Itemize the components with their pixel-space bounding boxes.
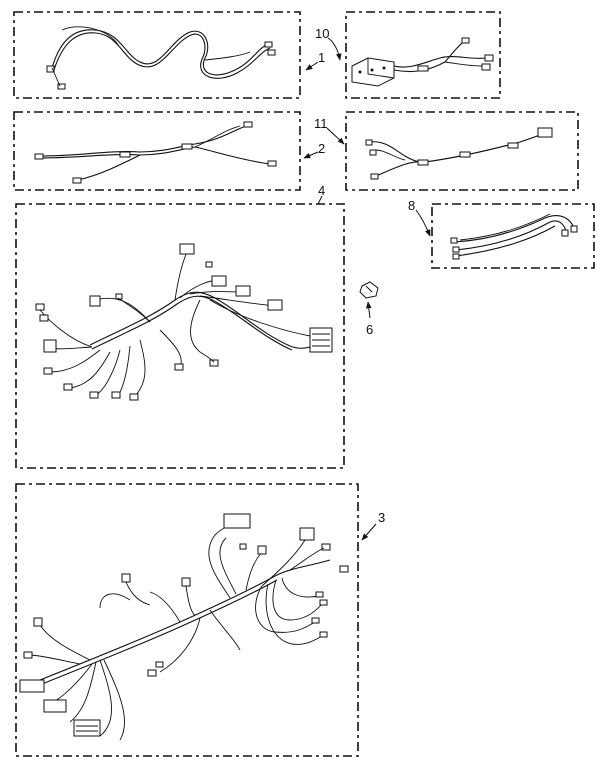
callout-8: 8 — [408, 198, 415, 213]
part-6-leader — [366, 301, 372, 319]
part-3-bottom-connector — [73, 719, 101, 737]
part-1-leader — [305, 61, 319, 71]
part-2-leader — [303, 151, 319, 159]
callout-6: 6 — [366, 322, 373, 337]
part-2-box — [13, 111, 301, 191]
callout-10: 10 — [315, 26, 329, 41]
part-4-box — [15, 203, 345, 469]
part-2-panel: 2 — [13, 111, 325, 191]
part-10-terminal-block — [351, 57, 395, 87]
part-4-panel: 4 — [15, 183, 345, 469]
part-11-harness — [365, 127, 553, 180]
part-3-panel: 3 — [15, 483, 385, 757]
part-6-clip: 6 — [359, 281, 379, 337]
part-10-harness — [351, 37, 494, 87]
part-11-box — [345, 111, 579, 191]
part-11-plug — [537, 127, 553, 138]
part-1-connector-c — [264, 41, 273, 48]
part-4-harness — [35, 243, 333, 401]
part-1-harness — [46, 26, 276, 90]
callout-2: 2 — [318, 141, 325, 156]
part-3-left-connector — [19, 679, 45, 693]
part-1-box — [13, 11, 301, 99]
callout-11: 11 — [314, 116, 328, 131]
part-8-panel: 8 — [408, 198, 595, 269]
part-3-leader — [361, 523, 377, 541]
part-8-harness — [450, 213, 578, 260]
part-3-top-connector — [223, 513, 251, 529]
callout-3: 3 — [378, 510, 385, 525]
part-1-panel: 1 — [13, 11, 325, 99]
callout-4: 4 — [318, 183, 325, 198]
part-2-harness — [34, 121, 277, 184]
part-8-box — [431, 203, 595, 269]
part-4-leader — [317, 195, 323, 205]
part-1-connector-a — [46, 65, 55, 73]
callout-1: 1 — [318, 50, 325, 65]
part-3-harness — [19, 513, 349, 741]
part-8-leader — [415, 209, 431, 237]
part-11-panel: 11 — [314, 111, 579, 191]
part-3-box — [15, 483, 359, 757]
part-10-leader — [327, 37, 342, 61]
part-11-leader — [326, 127, 345, 145]
part-1-connector-b — [57, 83, 66, 90]
part-1-connector-d — [267, 49, 276, 56]
part-10-panel: 10 — [315, 11, 501, 99]
